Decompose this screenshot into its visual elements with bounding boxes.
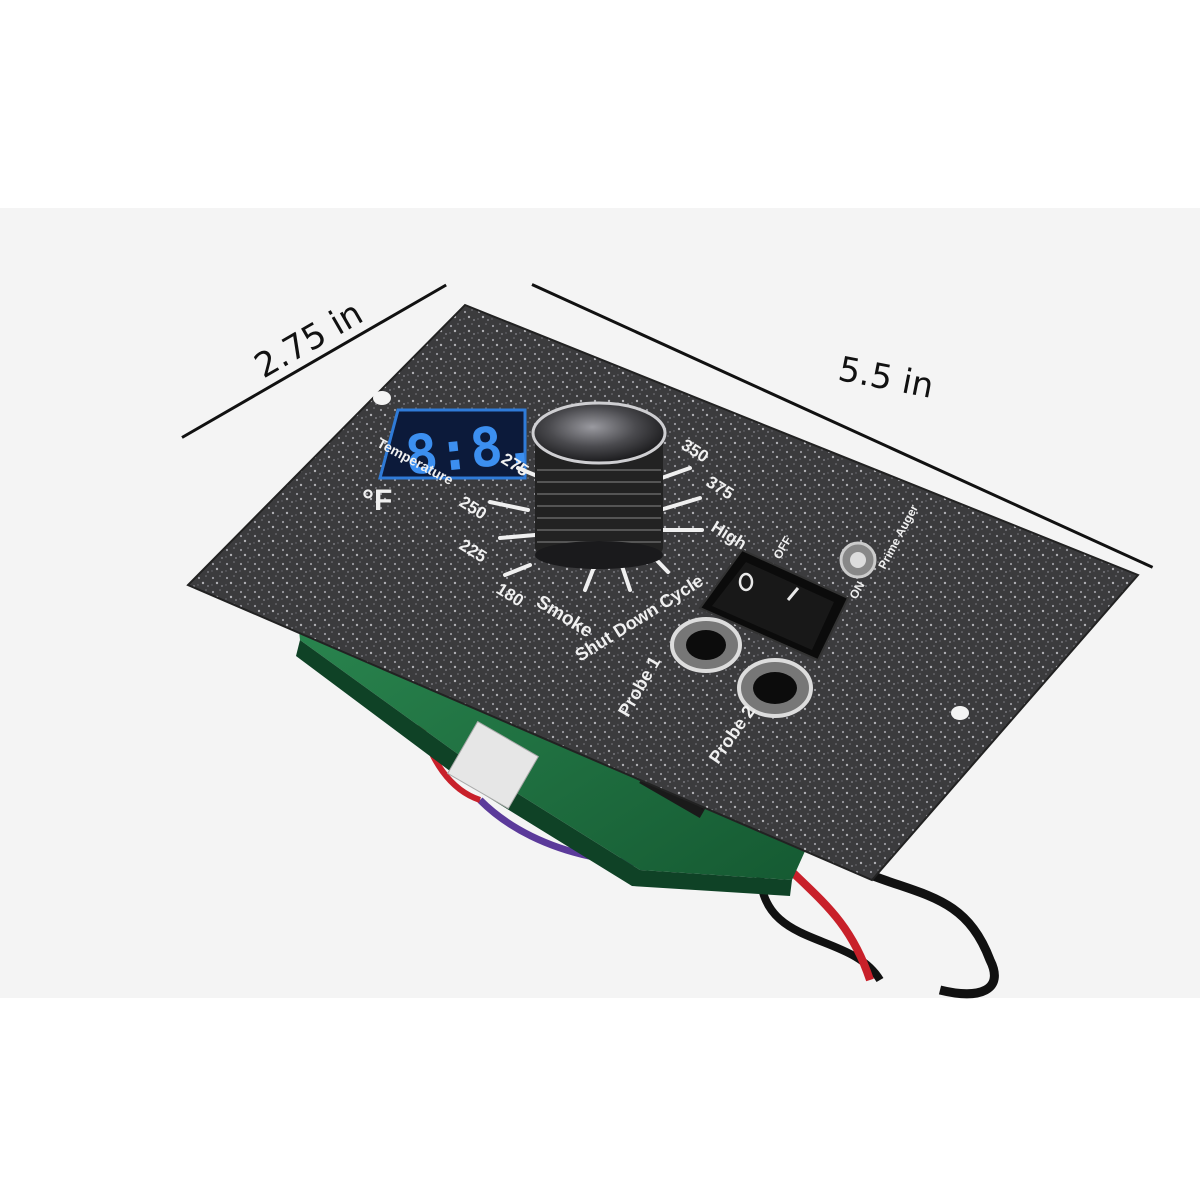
prime-auger-button[interactable] xyxy=(839,541,877,579)
mounting-hole xyxy=(951,706,969,720)
probe-2-jack[interactable] xyxy=(737,658,813,718)
white-connector xyxy=(447,720,539,810)
mounting-hole xyxy=(373,391,391,405)
probe-1-jack[interactable] xyxy=(670,617,742,673)
led-display xyxy=(378,408,527,480)
power-rocker-switch[interactable] xyxy=(698,548,850,662)
temperature-knob[interactable] xyxy=(531,401,667,569)
black-wire xyxy=(817,846,999,999)
unit-label: °F xyxy=(362,484,392,517)
